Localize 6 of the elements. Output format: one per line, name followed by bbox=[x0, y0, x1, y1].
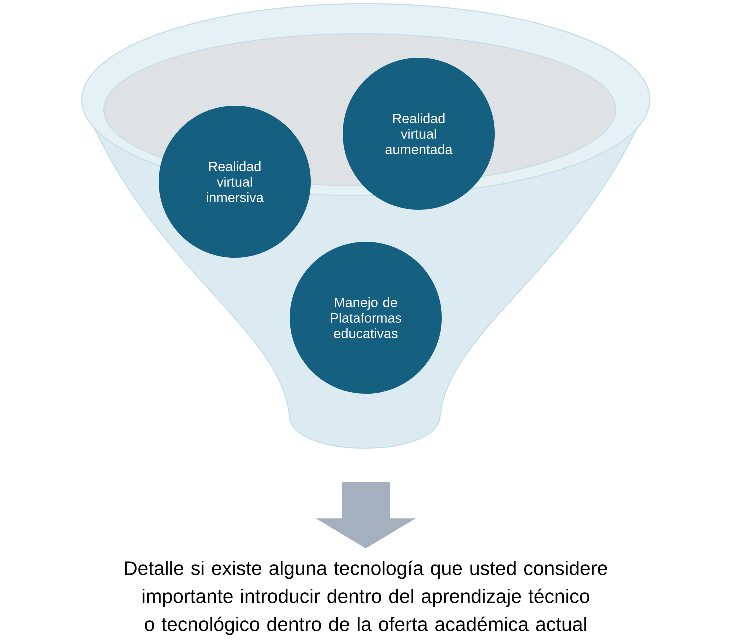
circle-node: Realidad virtual inmersiva bbox=[159, 106, 311, 258]
caption-text: Detalle si existe alguna tecnología que usted considere importante introducir dentro del aprendizaje técnico o tecnológico dentro de la oferta académica actual bbox=[125, 560, 608, 636]
circle-node: Realidad virtual aumentada bbox=[343, 58, 495, 210]
funnel-drawing bbox=[82, 4, 650, 449]
circle-node: Manejo de Plataformas educativas bbox=[290, 242, 442, 394]
block-arrow bbox=[316, 482, 416, 549]
